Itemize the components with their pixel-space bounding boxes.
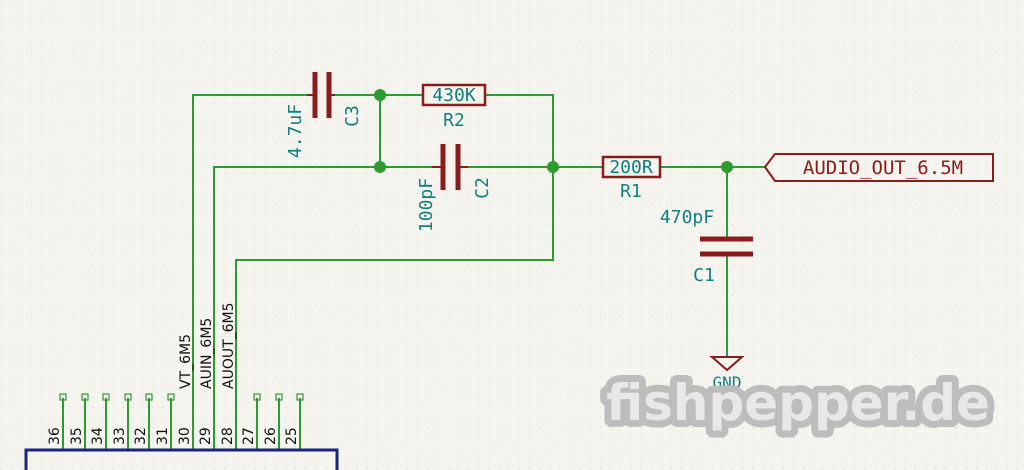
pin-number-36: 36 xyxy=(47,427,63,445)
junction-c1 xyxy=(721,161,733,173)
pin-number-28: 28 xyxy=(220,427,236,445)
pin-number-30: 30 xyxy=(177,427,193,445)
net-label-auout: AUOUT_6M5 xyxy=(221,302,237,389)
junctions xyxy=(374,89,733,173)
pin-number-25: 25 xyxy=(284,427,300,445)
wires xyxy=(62,94,765,450)
pin-numbers: 36 35 34 33 32 31 30 29 28 27 26 25 xyxy=(47,427,300,445)
output-label-box xyxy=(763,153,994,182)
pin-number-32: 32 xyxy=(133,427,149,445)
gnd-label: GND xyxy=(713,373,742,392)
pin-number-33: 33 xyxy=(112,427,128,445)
net-label-vt: VT_6M5 xyxy=(178,334,194,389)
capacitor-c1 xyxy=(700,236,753,257)
components xyxy=(307,72,994,372)
c3-ref: C3 xyxy=(342,105,363,127)
labels: 430K R2 200R R1 470pF C1 4.7uF C3 100pF … xyxy=(285,85,715,286)
junction-node-out xyxy=(547,161,559,173)
wire-auin xyxy=(213,166,432,392)
capacitor-c3 xyxy=(307,72,335,118)
c3-value: 4.7uF xyxy=(285,104,306,158)
watermark: fishpepper.de xyxy=(606,374,990,432)
wire-vt xyxy=(192,94,307,392)
r1-value: 200R xyxy=(609,157,653,178)
pin-number-35: 35 xyxy=(69,427,85,445)
pin-number-29: 29 xyxy=(198,427,214,445)
no-connect-markers xyxy=(59,393,304,401)
pin-number-26: 26 xyxy=(263,427,279,445)
gnd-icon xyxy=(709,356,745,372)
junction-c2-left xyxy=(374,161,386,173)
r2-ref: R2 xyxy=(443,110,465,131)
pin-number-31: 31 xyxy=(155,427,171,445)
junction-c3-r2 xyxy=(374,89,386,101)
c2-value: 100pF xyxy=(416,178,437,232)
chip-outline xyxy=(24,448,339,470)
c1-value: 470pF xyxy=(660,207,714,228)
r1-ref: R1 xyxy=(620,181,642,202)
capacitor-c2 xyxy=(432,144,468,190)
pin-number-27: 27 xyxy=(241,427,257,445)
c1-ref: C1 xyxy=(693,265,715,286)
pin-wires xyxy=(62,392,301,450)
resistor-r2 xyxy=(421,83,487,107)
output-label: AUDIO_OUT_6.5M xyxy=(803,157,963,179)
c2-ref: C2 xyxy=(472,177,493,199)
resistor-r1 xyxy=(601,155,662,179)
net-label-auin: AUIN_6M5 xyxy=(199,318,215,389)
r2-value: 430K xyxy=(432,85,476,106)
wire-auout xyxy=(235,94,554,392)
pin-number-34: 34 xyxy=(90,427,106,445)
net-labels: VT_6M5 AUIN_6M5 AUOUT_6M5 xyxy=(178,302,237,389)
